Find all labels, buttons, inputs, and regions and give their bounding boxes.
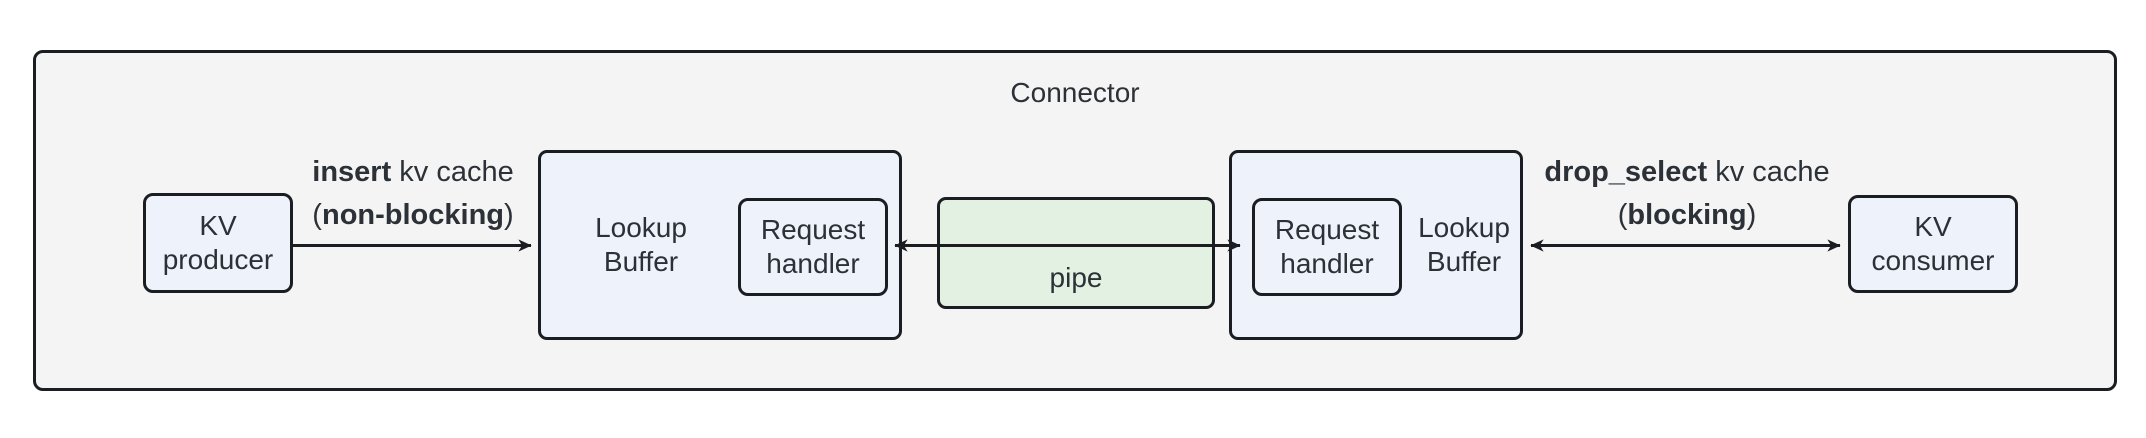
insert-paren-close: ) xyxy=(504,199,514,231)
drop-select-paren-close: ) xyxy=(1746,199,1757,231)
drop-select-edge-label: drop_select kv cache (blocking) xyxy=(1544,151,1829,237)
insert-suffix-text: kv cache xyxy=(391,156,514,188)
lookup-buffer-right-node: Request handler Lookup Buffer xyxy=(1229,150,1523,340)
pipe-node: pipe xyxy=(937,197,1215,309)
drop-select-edge-label-line1: drop_select kv cache xyxy=(1544,151,1829,194)
drop-select-paren-open: ( xyxy=(1617,199,1628,231)
drop-select-mode-text: blocking xyxy=(1627,199,1747,231)
lookup-buffer-right-label: Lookup Buffer xyxy=(1418,212,1510,277)
kv-consumer-label: KV consumer xyxy=(1871,211,1995,276)
pipe-label: pipe xyxy=(1049,262,1103,293)
connector-title: Connector xyxy=(1010,77,1140,108)
insert-edge-label-line2: (non-blocking) xyxy=(312,194,513,237)
lookup-buffer-left-node: Lookup Buffer Request handler xyxy=(538,150,902,340)
insert-mode-text: non-blocking xyxy=(321,199,505,231)
kv-producer-node: KV producer xyxy=(143,193,293,293)
request-handler-left-node: Request handler xyxy=(738,198,888,296)
insert-op-text: insert xyxy=(312,156,392,188)
drop-select-suffix-text: kv cache xyxy=(1707,156,1830,188)
insert-edge-label-line1: insert kv cache xyxy=(312,151,513,194)
drop-select-edge-label-line2: (blocking) xyxy=(1544,194,1829,237)
drop-select-op-text: drop_select xyxy=(1544,156,1708,188)
request-handler-right-label: Request handler xyxy=(1274,214,1380,279)
request-handler-right-node: Request handler xyxy=(1252,198,1402,296)
kv-producer-label: KV producer xyxy=(162,210,274,275)
request-handler-left-label: Request handler xyxy=(760,214,866,279)
lookup-buffer-left-label: Lookup Buffer xyxy=(595,212,687,277)
insert-paren-open: ( xyxy=(312,199,322,231)
insert-edge-label: insert kv cache (non-blocking) xyxy=(312,151,513,237)
kv-consumer-node: KV consumer xyxy=(1848,195,2018,293)
